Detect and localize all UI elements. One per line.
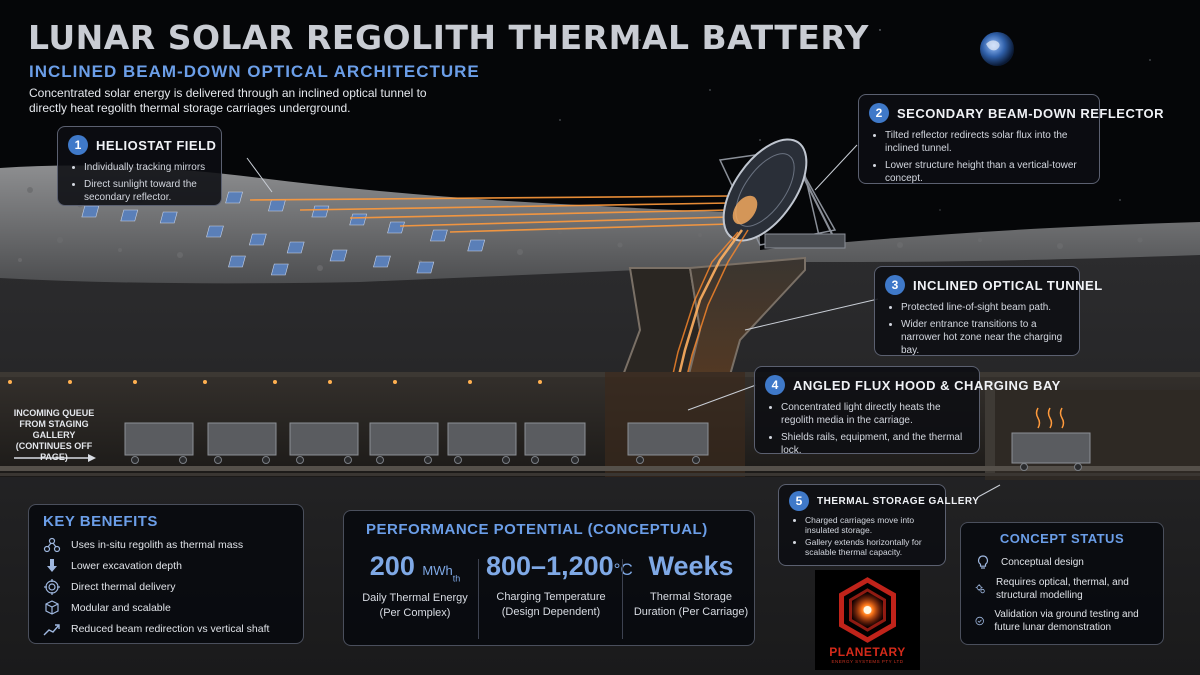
callout-number: 4 — [765, 375, 785, 395]
benefit-item: Uses in-situ regolith as thermal mass — [43, 534, 289, 555]
secondary-reflector — [718, 138, 846, 249]
callout-title: HELIOSTAT FIELD — [96, 137, 217, 153]
callout-storage-gallery: 5 THERMAL STORAGE GALLERY Charged carria… — [778, 484, 979, 566]
callout-flux-hood: 4 ANGLED FLUX HOOD & CHARGING BAY Concen… — [754, 366, 1060, 457]
trend-up-icon — [43, 623, 60, 635]
key-benefits-panel: KEY BENEFITS Uses in-situ regolith as th… — [28, 504, 304, 644]
metric-unit: °C — [613, 560, 633, 579]
solar-beams — [249, 195, 731, 233]
callout-title: THERMAL STORAGE GALLERY — [817, 495, 980, 507]
connector-lines — [246, 144, 1001, 498]
intro-text: Concentrated solar energy is delivered t… — [29, 86, 427, 115]
status-item: Requires optical, thermal, and structura… — [975, 576, 1149, 602]
callout-bullet: Lower structure height than a vertical-t… — [885, 159, 1089, 185]
callout-number: 1 — [68, 135, 88, 155]
callout-bullet: Protected line-of-sight beam path. — [901, 301, 1069, 314]
callout-bullet: Individually tracking mirrors — [84, 161, 211, 174]
metric-unit: MWh — [422, 563, 453, 578]
hexagon-logo-mark — [839, 577, 896, 643]
metric-charging-temperature: 800–1,200°C Charging Temperature (Design … — [486, 551, 633, 620]
logo-tagline: ENERGY SYSTEMS PTY LTD — [831, 659, 904, 664]
callout-bullet: Charged carriages move into insulated st… — [805, 515, 935, 535]
company-logo: PLANETARY ENERGY SYSTEMS PTY LTD — [815, 570, 920, 670]
metric-value: 200 — [369, 551, 415, 581]
regolith-carriages — [124, 422, 1091, 464]
benefit-item: Lower excavation depth — [43, 555, 289, 576]
callout-bullet: Wider entrance transitions to a narrower… — [901, 318, 1069, 357]
callout-secondary-reflector: 2 SECONDARY BEAM-DOWN REFLECTOR Tilted r… — [858, 94, 1164, 185]
callout-title: SECONDARY BEAM-DOWN REFLECTOR — [897, 105, 1165, 121]
arrow-down-icon — [47, 558, 57, 572]
metric-value: Weeks — [648, 551, 734, 581]
callout-title: ANGLED FLUX HOOD & CHARGING BAY — [793, 377, 1061, 393]
metric-value: 800–1,200 — [486, 551, 614, 581]
metric-caption: (Design Dependent) — [501, 606, 601, 618]
concept-status-panel: CONCEPT STATUS Conceptual design Require… — [960, 522, 1164, 645]
metric-separator — [622, 559, 623, 639]
check-circle-icon — [975, 616, 984, 626]
metric-caption: Duration (Per Carriage) — [633, 606, 749, 618]
target-icon — [44, 578, 60, 595]
callout-bullet: Concentrated light directly heats the re… — [781, 401, 969, 427]
lunar-surface — [0, 165, 1200, 284]
molecule-icon — [43, 537, 61, 552]
callout-bullet: Gallery extends horizontally for scalabl… — [805, 537, 935, 557]
logo-name: PLANETARY — [829, 645, 906, 659]
benefit-item: Reduced beam redirection vs vertical sha… — [43, 618, 289, 639]
callout-bullet: Shields rails, equipment, and the therma… — [781, 431, 969, 457]
carriage-wheels — [131, 456, 1082, 471]
callout-title: INCLINED OPTICAL TUNNEL — [913, 277, 1103, 293]
metric-caption: (Per Complex) — [379, 607, 451, 620]
lightbulb-icon — [977, 555, 989, 569]
performance-title: PERFORMANCE POTENTIAL (CONCEPTUAL) — [366, 521, 708, 538]
benefit-item: Modular and scalable — [43, 597, 289, 618]
metric-caption: Thermal Storage — [650, 591, 732, 603]
callout-number: 2 — [869, 103, 889, 123]
callout-number: 5 — [789, 491, 809, 511]
incoming-queue-label: INCOMING QUEUE FROM STAGING GALLERY (CON… — [13, 408, 95, 462]
metric-daily-energy: 200 MWhth Daily Thermal Energy (Per Compl… — [350, 551, 480, 621]
callout-number: 3 — [885, 275, 905, 295]
gears-icon — [975, 584, 985, 594]
key-benefits-title: KEY BENEFITS — [43, 513, 158, 530]
heliostat-mirrors — [81, 191, 486, 276]
metric-unit-sub: th — [452, 573, 461, 584]
callout-bullet: Direct sunlight toward the secondary ref… — [84, 178, 211, 204]
status-item: Validation via ground testing and future… — [975, 608, 1149, 634]
status-item: Conceptual design — [975, 554, 1149, 570]
heat-waves — [1035, 407, 1065, 429]
earth — [980, 32, 1014, 66]
callout-inclined-tunnel: 3 INCLINED OPTICAL TUNNEL Protected line… — [874, 266, 1102, 357]
cubes-icon — [45, 599, 59, 615]
metric-caption: Daily Thermal Energy — [362, 592, 468, 605]
page-title: LUNAR SOLAR REGOLITH THERMAL BATTERY — [28, 18, 869, 57]
benefit-item: Direct thermal delivery — [43, 576, 289, 597]
rails — [0, 466, 1200, 471]
metric-separator — [478, 559, 479, 639]
concept-status-title: CONCEPT STATUS — [999, 531, 1125, 546]
page-subtitle: INCLINED BEAM-DOWN OPTICAL ARCHITECTURE — [29, 62, 480, 81]
callout-heliostat-field: 1 HELIOSTAT FIELD Individually tracking … — [57, 126, 222, 206]
queue-arrow — [14, 454, 96, 462]
performance-panel: PERFORMANCE POTENTIAL (CONCEPTUAL) 200 M… — [343, 510, 755, 646]
callout-bullet: Tilted reflector redirects solar flux in… — [885, 129, 1089, 155]
metric-caption: Charging Temperature — [496, 591, 606, 603]
